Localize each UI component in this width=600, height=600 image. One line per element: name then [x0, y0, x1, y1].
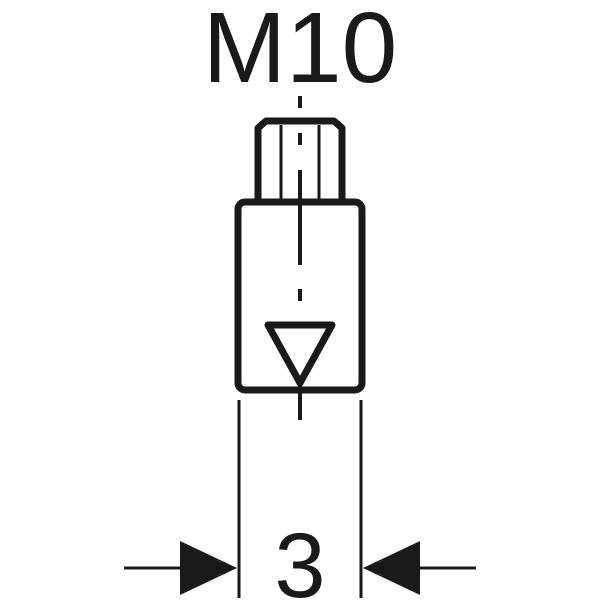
extension-lines [237, 400, 363, 598]
arrow-right-icon [180, 541, 237, 595]
dimension-value-label: 3 [274, 515, 325, 600]
triangle-marker-icon [264, 321, 336, 387]
dimension-arrows [124, 541, 476, 595]
threaded-stud [254, 117, 346, 202]
arrow-left-icon [363, 541, 420, 595]
thread-size-label: M10 [203, 0, 398, 104]
fitting-body [234, 198, 366, 394]
